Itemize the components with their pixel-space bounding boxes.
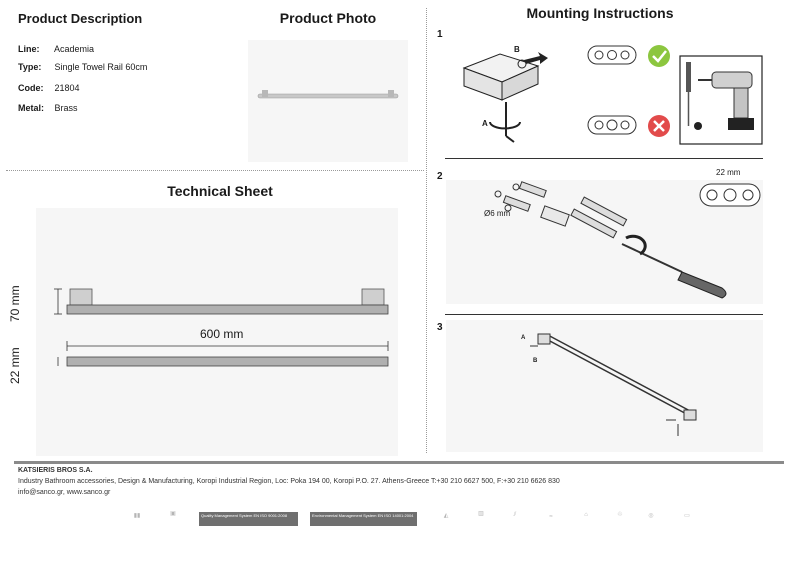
product-photo — [248, 40, 408, 162]
section-divider-vertical — [426, 8, 427, 453]
company-contact: info@sanco.gr, www.sanco.gr — [18, 489, 111, 496]
technical-sheet-title: Technical Sheet — [167, 183, 273, 199]
company-name: KATSIERIS BROS S.A. — [18, 467, 93, 474]
step-3-illustration — [446, 320, 763, 452]
section-divider-horizontal — [6, 170, 424, 171]
cert-iso-9001-text: Quality Management System EN ISO 9001:20… — [201, 513, 288, 518]
step-1-svg — [462, 45, 763, 145]
hole-spacing-label: 22 mm — [716, 168, 741, 177]
spec-value: Academia — [54, 44, 95, 54]
spec-row-line: Line: Academia — [18, 44, 94, 54]
towel-rail-photo — [257, 90, 399, 99]
spec-key: Metal: — [18, 103, 45, 113]
step-2-illustration — [446, 180, 763, 304]
brand-logo-2: ⫽ — [513, 512, 517, 518]
spec-row-metal: Metal: Brass — [18, 103, 78, 113]
company-address: Industry Bathroom accessories, Design & … — [18, 478, 560, 485]
step-3-svg — [530, 333, 697, 436]
spec-row-code: Code: 21804 — [18, 83, 80, 93]
cert-iso-14001-text: Environmental Management System EN ISO 1… — [312, 513, 414, 518]
footer-bar — [14, 461, 784, 464]
brand-logo-3: ≈ — [549, 514, 553, 520]
quality-badge-logo: ▣ — [170, 511, 176, 517]
spec-value: Single Towel Rail 60cm — [54, 62, 148, 72]
hole-diameter-label: Ø6 mm — [484, 209, 511, 218]
step-3-label-a: A — [521, 335, 526, 341]
step-3-number: 3 — [437, 322, 443, 333]
cert-iso-9001-badge: Quality Management System EN ISO 9001:20… — [199, 512, 298, 526]
hotels-logo: ▮▮ — [133, 513, 141, 519]
spec-key: Type: — [18, 62, 42, 72]
mounting-title: Mounting Instructions — [526, 5, 674, 21]
technical-drawing — [36, 208, 398, 456]
brand-logo-5: ▭ — [684, 513, 690, 519]
spec-value: Brass — [54, 103, 78, 113]
spec-key: Line: — [18, 44, 40, 54]
length-dimension-label: 600 mm — [200, 327, 244, 341]
height-dimension-label: 70 mm — [8, 285, 22, 322]
cert-iso-14001-badge: Environmental Management System EN ISO 1… — [310, 512, 417, 526]
design-award-logo: ◎ — [648, 513, 654, 519]
step-1-illustration — [454, 36, 764, 152]
brand-logo-1: ◭ — [443, 513, 449, 519]
step-2-number: 2 — [437, 171, 443, 182]
step-2-svg — [494, 181, 761, 299]
step-1-label-b: B — [514, 45, 520, 54]
spec-row-type: Type: Single Towel Rail 60cm — [18, 62, 147, 72]
step-divider-2 — [445, 314, 763, 315]
step-1-number: 1 — [437, 29, 443, 40]
step-1-label-a: A — [482, 119, 488, 128]
step-3-label-b: B — [533, 358, 538, 364]
product-photo-title: Product Photo — [279, 10, 377, 26]
technical-drawing-svg — [54, 288, 389, 367]
spec-value: 21804 — [54, 83, 80, 93]
recycle-logo: ♲ — [617, 512, 623, 518]
depth-dimension-label: 22 mm — [8, 347, 22, 384]
warranty-logo: ▥ — [478, 511, 484, 517]
product-description-title: Product Description — [18, 11, 143, 26]
step-divider-1 — [445, 158, 763, 159]
brand-logo-4: ⌂ — [584, 512, 588, 518]
spec-key: Code: — [18, 83, 44, 93]
